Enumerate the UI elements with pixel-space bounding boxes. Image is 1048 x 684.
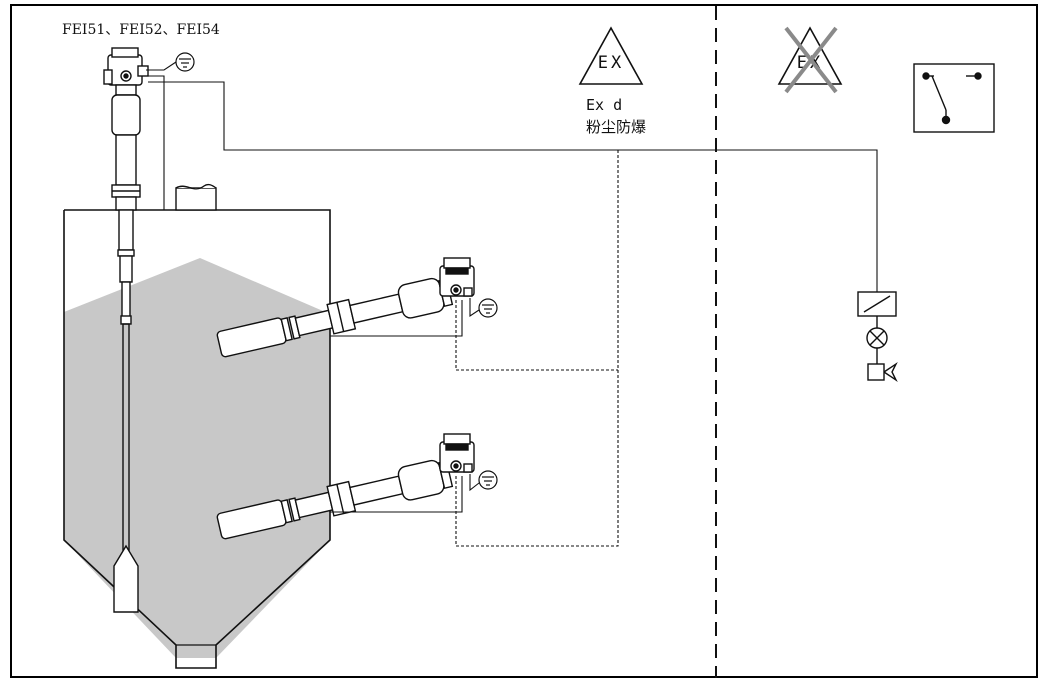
protection-description-label: 粉尘防爆 (586, 118, 646, 136)
ex-zone-symbol: EX (578, 26, 644, 85)
ex-symbol-text: EX (598, 53, 624, 73)
top-probe-wiring (146, 61, 878, 292)
silo (63, 183, 331, 669)
diagram-frame (10, 4, 1038, 678)
protection-type-label: Ex d (586, 96, 622, 114)
ground-icon (478, 298, 498, 318)
silo-nozzle (175, 183, 217, 211)
model-label: FEI51、FEI52、FEI54 (62, 22, 220, 38)
inclined-probe-upper-housing (439, 257, 475, 297)
relay-coil-icon (857, 291, 897, 328)
ground-icon (175, 52, 195, 72)
non-ex-zone-symbol: EX (777, 26, 843, 94)
ground-icon (478, 470, 498, 490)
indicator-lamp-icon (866, 327, 888, 364)
vertical-probe (103, 47, 149, 613)
inclined-probe-lower-housing (439, 433, 475, 473)
switch-icon (913, 63, 995, 133)
horn-icon (867, 361, 898, 383)
